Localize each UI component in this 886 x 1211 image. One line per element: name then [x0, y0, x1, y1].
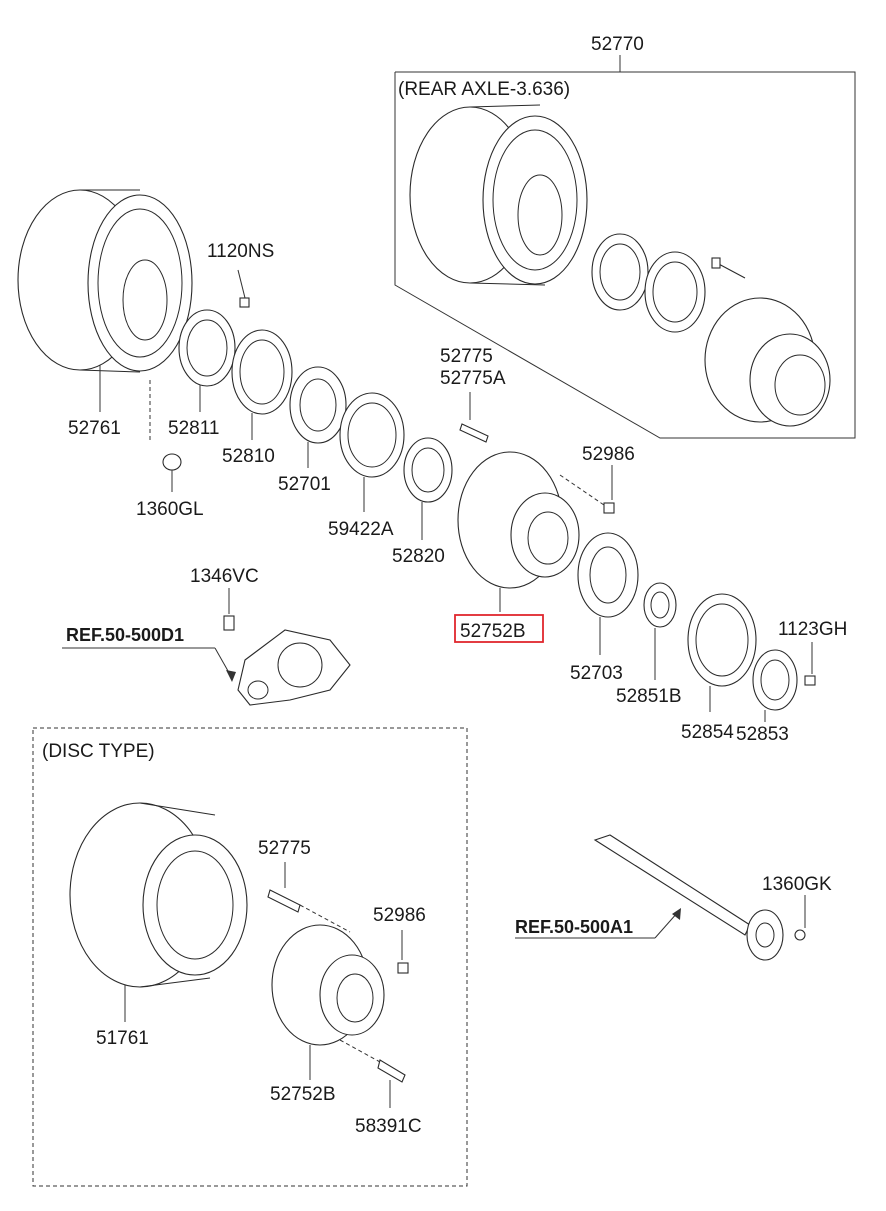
part-1346VC[interactable]: 1346VC	[190, 566, 259, 587]
main-assembly	[17, 189, 816, 722]
part-52811[interactable]: 52811	[168, 418, 219, 439]
part-52853[interactable]: 52853	[736, 724, 789, 745]
group-label-rear-axle: (REAR AXLE-3.636)	[398, 79, 570, 100]
axle-shaft-group	[515, 834, 806, 961]
part-52820[interactable]: 52820	[392, 546, 445, 567]
part-51761[interactable]: 51761	[96, 1028, 149, 1049]
part-52752B[interactable]: 52752B	[460, 621, 526, 642]
labels: (REAR AXLE-3.636) (DISC TYPE) 52770 1120…	[42, 34, 847, 1137]
disc-part-52986[interactable]: 52986	[373, 905, 426, 926]
part-52810[interactable]: 52810	[222, 446, 275, 467]
group-label-disc-type: (DISC TYPE)	[42, 741, 155, 762]
part-52775A[interactable]: 52775A	[440, 368, 506, 389]
part-59422A[interactable]: 59422A	[328, 519, 394, 540]
disc-part-52752B[interactable]: 52752B	[270, 1084, 336, 1105]
highlight-box	[454, 614, 544, 643]
part-52986[interactable]: 52986	[582, 444, 635, 465]
ref-50-500A1[interactable]: REF.50-500A1	[515, 917, 633, 937]
part-1123GH[interactable]: 1123GH	[778, 619, 847, 640]
part-1120NS[interactable]: 1120NS	[207, 241, 274, 262]
part-52703[interactable]: 52703	[570, 663, 623, 684]
part-52761[interactable]: 52761	[68, 418, 121, 439]
knuckle-group	[62, 588, 351, 706]
disc-part-52775[interactable]: 52775	[258, 838, 311, 859]
part-52854[interactable]: 52854	[681, 722, 734, 743]
part-58391C[interactable]: 58391C	[355, 1116, 422, 1137]
part-1360GL[interactable]: 1360GL	[136, 499, 204, 520]
part-52770[interactable]: 52770	[591, 34, 644, 55]
ref-50-500D1[interactable]: REF.50-500D1	[66, 625, 184, 645]
part-1360GK[interactable]: 1360GK	[762, 874, 832, 895]
disc-type-group	[32, 727, 468, 1187]
part-52851B[interactable]: 52851B	[616, 686, 682, 707]
part-52701[interactable]: 52701	[278, 474, 331, 495]
part-52775[interactable]: 52775	[440, 346, 493, 367]
rear-axle-group	[394, 55, 856, 439]
